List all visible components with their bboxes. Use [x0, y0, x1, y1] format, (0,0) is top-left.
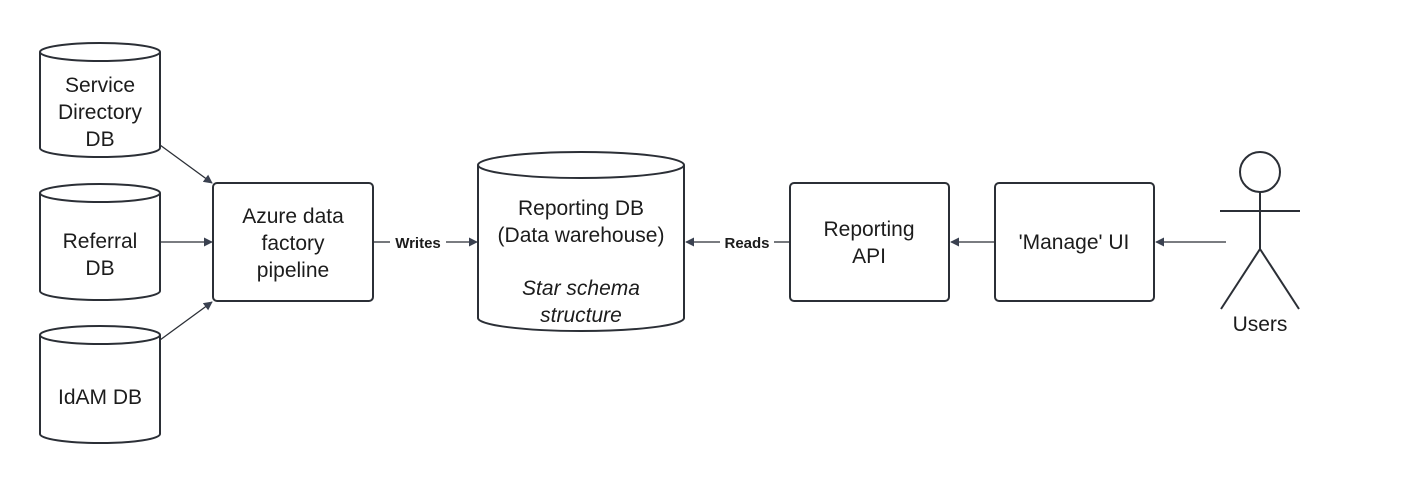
referral-db-label-line-2: DB	[85, 257, 114, 280]
actor-left-leg	[1220, 248, 1261, 310]
reporting-api-label-line-1: Reporting	[823, 218, 914, 241]
writes-label: Writes	[395, 235, 441, 252]
reporting-api: Reporting API	[789, 182, 950, 302]
edges	[159, 144, 1226, 341]
service-directory-db: Service Directory DB	[39, 42, 161, 158]
reads-label: Reads	[724, 235, 769, 252]
person-icon	[1220, 192, 1300, 310]
reporting-api-label-line-2: API	[852, 245, 886, 268]
cylinder-body	[477, 165, 685, 332]
cylinder-body	[39, 52, 161, 158]
cylinder-top	[39, 183, 161, 203]
idam-db: IdAM DB	[39, 325, 161, 444]
pipeline-label-line-2: factory	[261, 232, 325, 255]
service-directory-db-label-line-2: Directory	[58, 101, 143, 124]
actor-head	[1239, 151, 1281, 193]
warehouse-title-line-1: Reporting DB	[518, 197, 644, 220]
warehouse-title-line-2: (Data warehouse)	[498, 224, 665, 247]
actor-right-leg	[1259, 248, 1300, 310]
warehouse-subtitle-line-2: structure	[540, 304, 622, 327]
referral-db-label-line-1: Referral	[63, 230, 138, 253]
pipeline-label-line-3: pipeline	[257, 259, 329, 282]
users-label: Users	[1233, 313, 1288, 336]
pipeline-box	[212, 182, 374, 302]
cylinder-body	[39, 335, 161, 444]
users-actor: Users	[1220, 151, 1300, 336]
manage-ui: 'Manage' UI	[994, 182, 1155, 302]
reporting-db-warehouse: Reporting DB (Data warehouse) Star schem…	[477, 151, 685, 332]
service-directory-db-label-line-3: DB	[85, 128, 114, 151]
reporting-api-box	[789, 182, 950, 302]
manage-ui-label: 'Manage' UI	[1019, 231, 1130, 254]
pipeline-label-line-1: Azure data	[242, 205, 344, 228]
cylinder-top	[477, 151, 685, 179]
azure-data-factory-pipeline: Azure data factory pipeline	[212, 182, 374, 302]
edge-idam-to-pipeline	[159, 301, 213, 341]
warehouse-subtitle-line-1: Star schema	[522, 277, 640, 300]
edge-service-directory-to-pipeline	[159, 144, 213, 184]
referral-db: Referral DB	[39, 183, 161, 301]
service-directory-db-label-line-1: Service	[65, 74, 135, 97]
cylinder-top	[39, 42, 161, 62]
idam-db-label: IdAM DB	[58, 386, 142, 409]
cylinder-body	[39, 193, 161, 301]
cylinder-top	[39, 325, 161, 345]
manage-ui-box	[994, 182, 1155, 302]
